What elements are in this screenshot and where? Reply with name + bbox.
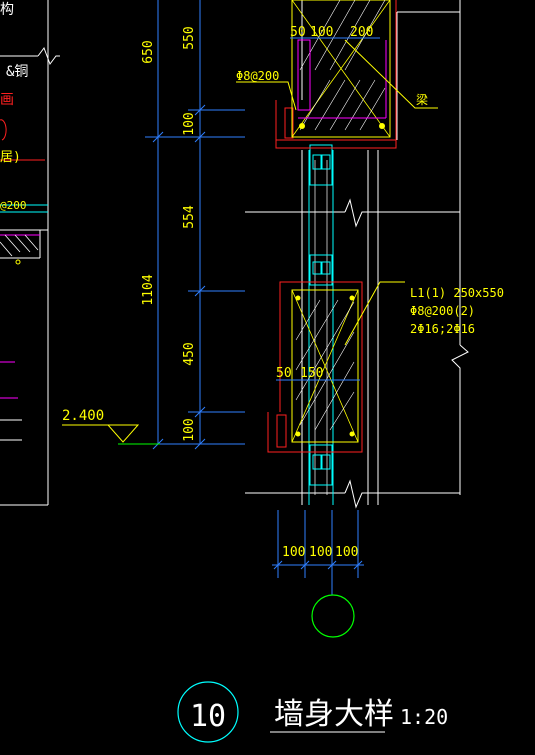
- top-width-200: 200: [350, 25, 373, 40]
- l1-width-50: 50: [276, 366, 292, 381]
- detail-title: 墙身大样: [274, 697, 394, 732]
- dim-text-1104: 1104: [141, 274, 156, 305]
- level-mark: 2.400: [62, 408, 160, 445]
- top-beam-section: 50 100 200 Φ8@200 梁: [236, 0, 438, 149]
- left-fragment-text-copper: &铜: [6, 64, 28, 80]
- dim-text-550: 550: [182, 26, 197, 49]
- l1-width-150: 150: [300, 366, 323, 381]
- left-partial-frame: 构 &铜 画 居) @200: [0, 0, 60, 506]
- bottom-dim-3: 100: [335, 545, 358, 560]
- vertical-dimension-chains: [145, 0, 245, 450]
- bottom-dim-1: 100: [282, 545, 305, 560]
- bottom-dim-2: 100: [309, 545, 332, 560]
- axis-bubble: [311, 594, 355, 638]
- dim-text-554: 554: [182, 205, 197, 229]
- l1-stirrup: Φ8@200(2): [410, 304, 475, 318]
- top-width-100: 100: [310, 25, 333, 40]
- wall-outline: [245, 0, 469, 509]
- beam-l1-section: 50 150 L1(1) 250x550 Φ8@200(2) 2Φ16;2Φ16: [267, 281, 504, 453]
- top-beam-note: 梁: [416, 92, 428, 107]
- dim-text-100-lower: 100: [182, 418, 197, 441]
- top-width-50: 50: [290, 25, 306, 40]
- l1-beam-name: L1(1) 250x550: [410, 286, 504, 300]
- left-fragment-rebar-text: @200: [0, 199, 27, 212]
- left-fragment-text-red-1: 画: [0, 92, 14, 108]
- level-text: 2.400: [62, 408, 104, 424]
- detail-number: 10: [190, 699, 226, 734]
- l1-bars: 2Φ16;2Φ16: [410, 322, 475, 336]
- left-fragment-text-red-2: 居): [0, 150, 21, 165]
- top-stirrup-label: Φ8@200: [236, 69, 279, 83]
- left-fragment-text-top: 构: [0, 2, 14, 18]
- vertical-dimension-texts: 650 1104 550 100 554 450 100: [141, 26, 197, 441]
- detail-scale: 1:20: [400, 705, 448, 729]
- detail-title-block: 10 墙身大样 1:20: [177, 681, 448, 743]
- dim-text-450: 450: [182, 342, 197, 365]
- dim-text-650: 650: [141, 40, 156, 63]
- dim-text-100-upper: 100: [182, 112, 197, 135]
- window-frame-details: [309, 144, 333, 486]
- bottom-dimensions: [272, 510, 364, 595]
